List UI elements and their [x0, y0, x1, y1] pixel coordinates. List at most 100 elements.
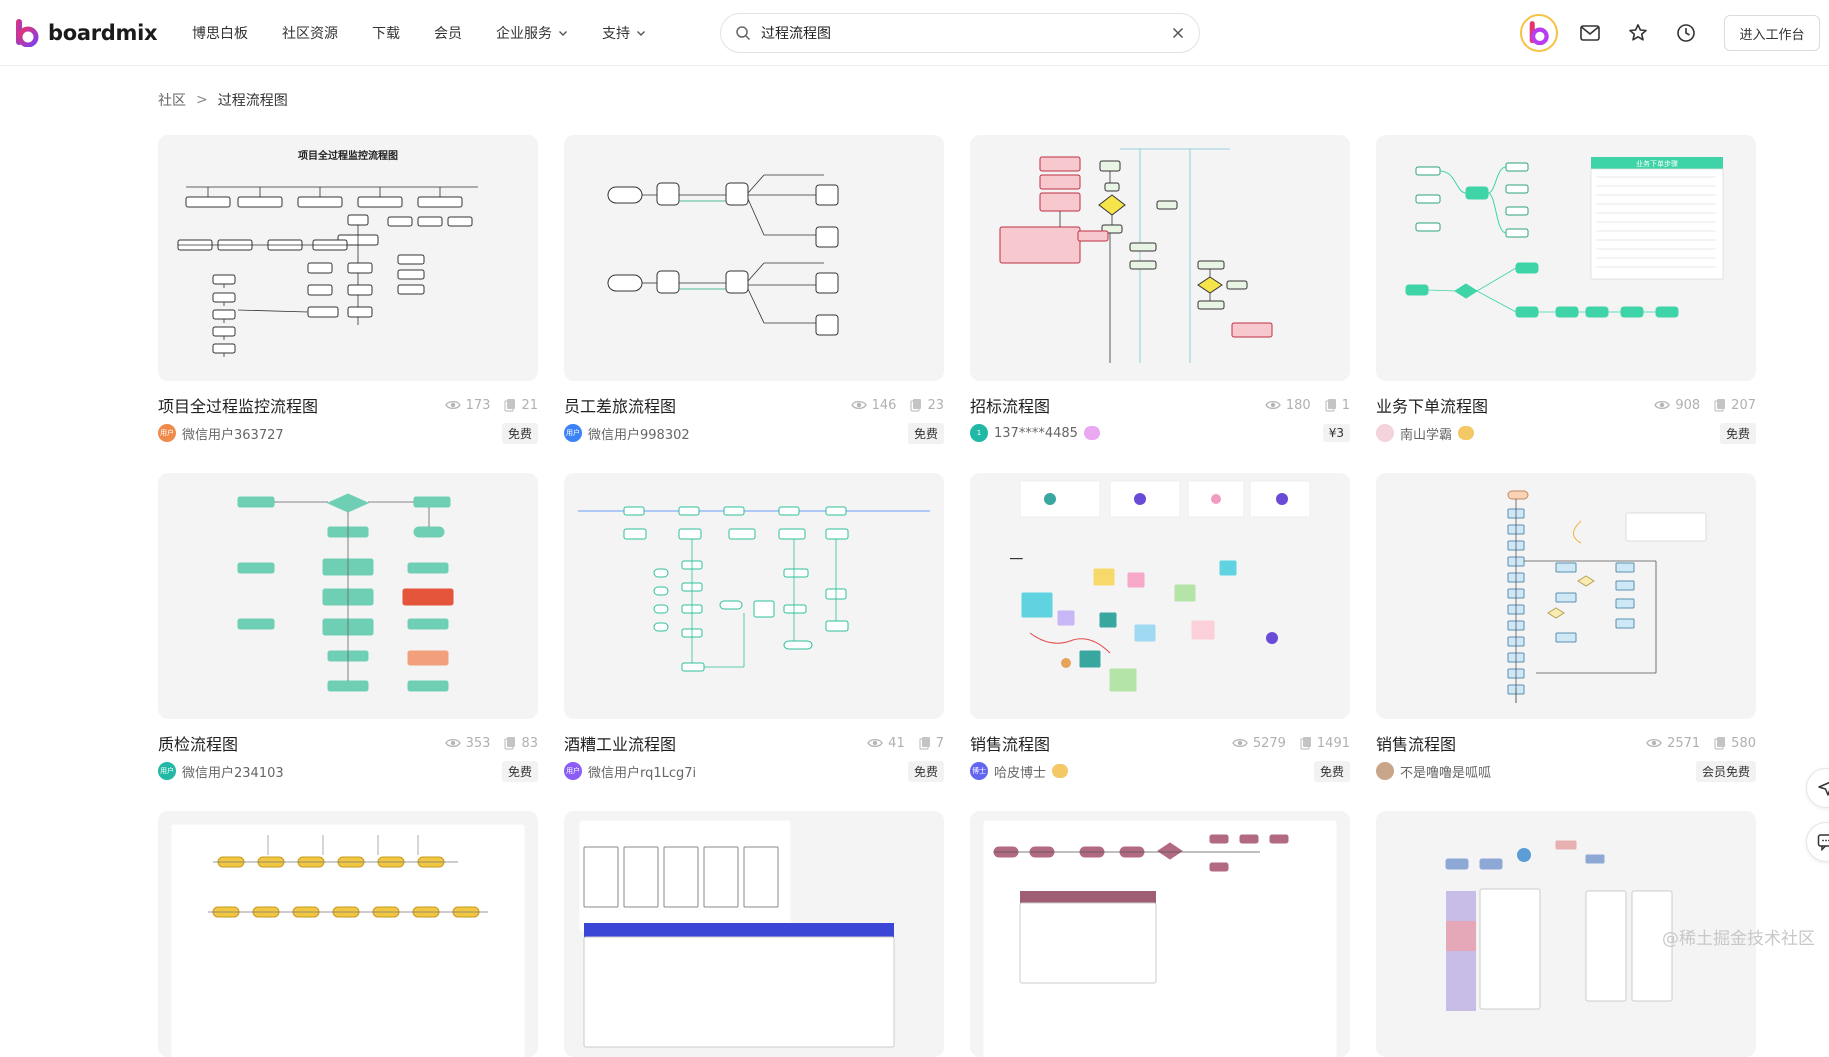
nav-item-membership[interactable]: 会员: [434, 23, 462, 43]
template-card[interactable]: 员工差旅流程图 146 23 用户 微信用户998302 免费: [564, 135, 944, 443]
template-thumbnail[interactable]: 业务下单步骤: [1376, 135, 1756, 381]
card-author-row: 南山学霸 免费: [1376, 423, 1756, 443]
breadcrumb-current: 过程流程图: [218, 90, 288, 110]
nav-item-support[interactable]: 支持: [602, 23, 646, 43]
template-card[interactable]: [564, 811, 944, 1057]
author-avatar: 博士: [970, 762, 988, 780]
flowchart-preview: [158, 473, 538, 719]
views-icon: [867, 737, 883, 749]
brand-logo[interactable]: boardmix: [14, 18, 157, 48]
template-thumbnail[interactable]: [158, 811, 538, 1057]
author-avatar: [1376, 424, 1394, 442]
template-card[interactable]: 质检流程图 353 83 用户 微信用户234103 免费: [158, 473, 538, 781]
template-thumbnail[interactable]: [1376, 473, 1756, 719]
nav-item-community[interactable]: 社区资源: [282, 23, 338, 43]
favorites-button[interactable]: [1620, 15, 1656, 51]
template-thumbnail[interactable]: [564, 473, 944, 719]
feedback-button[interactable]: [1806, 822, 1829, 862]
card-title[interactable]: 项目全过程监控流程图: [158, 393, 318, 417]
template-card[interactable]: ━━━ 销售流程图 5279 1491 博士 哈皮博士 免费: [970, 473, 1350, 781]
author[interactable]: 不是噜噜是呱呱: [1376, 762, 1491, 781]
copies-icon: [504, 398, 516, 412]
member-level-icon: [1052, 764, 1068, 778]
card-title[interactable]: 质检流程图: [158, 731, 238, 755]
flowchart-preview: 业务下单步骤: [1376, 135, 1756, 381]
author[interactable]: 1 137****4485: [970, 424, 1100, 442]
thumb-title: 项目全过程监控流程图: [298, 149, 398, 162]
price-badge: 免费: [908, 761, 944, 782]
template-card[interactable]: 销售流程图 2571 580 不是噜噜是呱呱 会员免费: [1376, 473, 1756, 781]
enter-workspace-button[interactable]: 进入工作台: [1724, 15, 1820, 51]
template-card[interactable]: 业务下单步骤 业务下单流程图 908 207 南山学霸 免费: [1376, 135, 1756, 443]
copies-stat: 1491: [1300, 736, 1350, 751]
flowchart-preview: [564, 473, 944, 719]
copies-stat: 23: [910, 398, 944, 413]
views-count: 353: [466, 736, 491, 751]
nav-item-download[interactable]: 下载: [372, 23, 400, 43]
author[interactable]: 用户 微信用户998302: [564, 424, 690, 443]
copies-count: 1: [1342, 398, 1350, 413]
nav-item-whiteboard[interactable]: 博思白板: [192, 23, 248, 43]
card-meta: 销售流程图 2571 580: [1376, 733, 1756, 753]
card-title[interactable]: 销售流程图: [970, 731, 1050, 755]
card-meta: 招标流程图 180 1: [970, 395, 1350, 415]
flowchart-preview: [970, 811, 1350, 1057]
template-thumbnail[interactable]: ━━━: [970, 473, 1350, 719]
template-thumbnail[interactable]: 项目全过程监控流程图: [158, 135, 538, 381]
flowchart-preview: ━━━: [970, 473, 1350, 719]
copies-count: 1491: [1317, 736, 1350, 751]
author-name: 微信用户998302: [588, 424, 690, 443]
nav-item-enterprise[interactable]: 企业服务: [496, 23, 568, 43]
breadcrumb-root[interactable]: 社区: [158, 90, 186, 110]
brand-name: boardmix: [48, 21, 157, 45]
chevron-down-icon: [558, 28, 568, 38]
template-card[interactable]: [158, 811, 538, 1057]
template-thumbnail[interactable]: [564, 811, 944, 1057]
card-stats: 908 207: [1640, 398, 1756, 413]
search-input[interactable]: [761, 25, 1171, 41]
author[interactable]: 用户 微信用户rq1Lcg7i: [564, 762, 696, 781]
card-meta: 项目全过程监控流程图 173 21: [158, 395, 538, 415]
views-stat: 41: [867, 736, 905, 751]
card-author-row: 不是噜噜是呱呱 会员免费: [1376, 761, 1756, 781]
views-count: 2571: [1667, 736, 1700, 751]
author-name: 南山学霸: [1400, 424, 1452, 443]
card-meta: 酒糟工业流程图 41 7: [564, 733, 944, 753]
member-level-icon: [1084, 426, 1100, 440]
template-thumbnail[interactable]: [158, 473, 538, 719]
card-title[interactable]: 酒糟工业流程图: [564, 731, 676, 755]
author[interactable]: 用户 微信用户234103: [158, 762, 284, 781]
copies-stat: 1: [1325, 398, 1350, 413]
card-stats: 173 21: [431, 398, 538, 413]
template-card[interactable]: [970, 811, 1350, 1057]
user-avatar[interactable]: [1520, 14, 1558, 52]
nav-label: 下载: [372, 23, 400, 43]
main-nav: 博思白板 社区资源 下载 会员 企业服务 支持: [192, 0, 680, 66]
clear-icon[interactable]: [1171, 26, 1185, 40]
author[interactable]: 博士 哈皮博士: [970, 762, 1068, 781]
template-thumbnail[interactable]: [564, 135, 944, 381]
card-title[interactable]: 员工差旅流程图: [564, 393, 676, 417]
card-title[interactable]: 销售流程图: [1376, 731, 1456, 755]
copies-icon: [1714, 736, 1726, 750]
author-avatar: 用户: [158, 762, 176, 780]
template-thumbnail[interactable]: [970, 811, 1350, 1057]
template-card[interactable]: 项目全过程监控流程图 项目全过程监控流程图 173 21 用户 微信用户3637…: [158, 135, 538, 443]
views-icon: [851, 399, 867, 411]
template-thumbnail[interactable]: [970, 135, 1350, 381]
share-button[interactable]: [1806, 768, 1829, 808]
messages-button[interactable]: [1572, 15, 1608, 51]
star-icon: [1628, 23, 1648, 43]
flowchart-preview: [564, 135, 944, 381]
copies-count: 580: [1731, 736, 1756, 751]
card-title[interactable]: 招标流程图: [970, 393, 1050, 417]
flowchart-preview: [970, 135, 1350, 381]
history-button[interactable]: [1668, 15, 1704, 51]
author[interactable]: 用户 微信用户363727: [158, 424, 284, 443]
breadcrumb: 社区 > 过程流程图: [158, 90, 288, 110]
template-card[interactable]: 招标流程图 180 1 1 137****4485 ¥3: [970, 135, 1350, 443]
template-card[interactable]: 酒糟工业流程图 41 7 用户 微信用户rq1Lcg7i 免费: [564, 473, 944, 781]
card-title[interactable]: 业务下单流程图: [1376, 393, 1488, 417]
author[interactable]: 南山学霸: [1376, 424, 1474, 443]
price-badge: ¥3: [1323, 424, 1350, 442]
